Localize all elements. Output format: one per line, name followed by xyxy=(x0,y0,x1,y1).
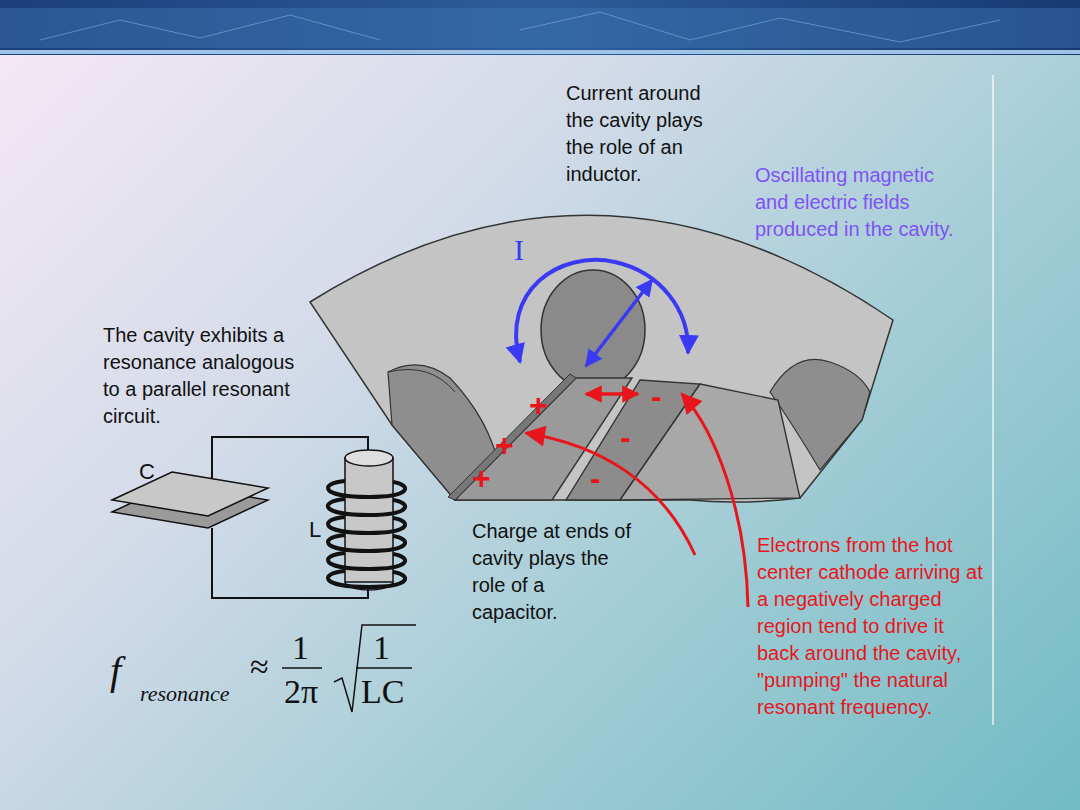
formula-symbol: ≈ xyxy=(250,649,269,685)
charge-sign: - xyxy=(590,462,601,494)
title-banner xyxy=(0,0,1080,55)
coil-winding xyxy=(328,481,405,497)
coil-winding xyxy=(328,571,405,587)
charge-sign: + xyxy=(529,389,548,421)
cavity-block xyxy=(310,215,893,502)
coil-winding xyxy=(328,553,405,569)
coil-winding xyxy=(328,517,405,533)
divider-line xyxy=(992,75,994,725)
charge-sign: - xyxy=(651,380,662,412)
formula-number: 1 xyxy=(292,630,309,666)
formula-symbol: f xyxy=(110,649,121,693)
callout-text: Oscillating magnetic and electric fields… xyxy=(755,162,960,243)
charge-sign: + xyxy=(472,462,491,494)
capacitor-label: C xyxy=(139,460,155,484)
formula-number: 2π xyxy=(284,674,318,710)
formula-number: 1 xyxy=(373,630,390,666)
callout-text: The cavity exhibits a resonance analogou… xyxy=(103,322,295,430)
callout-text: Electrons from the hot center cathode ar… xyxy=(757,532,989,721)
formula-strokes xyxy=(282,625,416,712)
charge-sign: - xyxy=(620,421,631,453)
inductor-label: L xyxy=(309,518,321,542)
lc-circuit xyxy=(112,437,405,598)
current-label: I xyxy=(514,234,524,266)
coil-winding xyxy=(328,535,405,551)
formula-symbol: LC xyxy=(361,674,404,710)
coil-winding xyxy=(328,499,405,515)
charge-sign: + xyxy=(495,429,514,461)
callout-text: Charge at ends of cavity plays the role … xyxy=(472,518,634,626)
callout-text: Current around the cavity plays the role… xyxy=(566,80,728,188)
formula-subscript: resonance xyxy=(140,682,230,706)
